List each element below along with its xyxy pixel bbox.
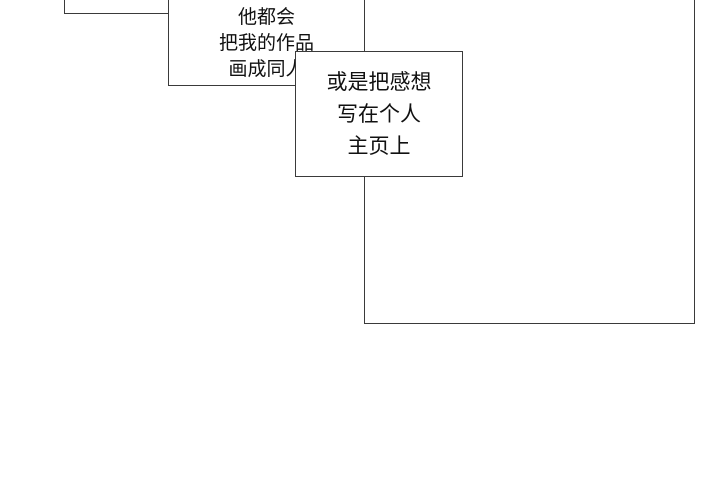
speech-line: 把我的作品 <box>218 32 314 54</box>
speech-line: 主页上 <box>347 134 411 158</box>
speech-line: 他都会 <box>237 6 295 28</box>
speech-line: 画成同人 <box>228 58 305 80</box>
speech-bubble-upper: 他都会 把我的作品 画成同人 <box>168 0 365 86</box>
speech-line: 写在个人 <box>337 102 421 126</box>
speech-bubble-lower: 或是把感想 写在个人 主页上 <box>295 51 463 177</box>
speech-line: 或是把感想 <box>326 70 432 94</box>
